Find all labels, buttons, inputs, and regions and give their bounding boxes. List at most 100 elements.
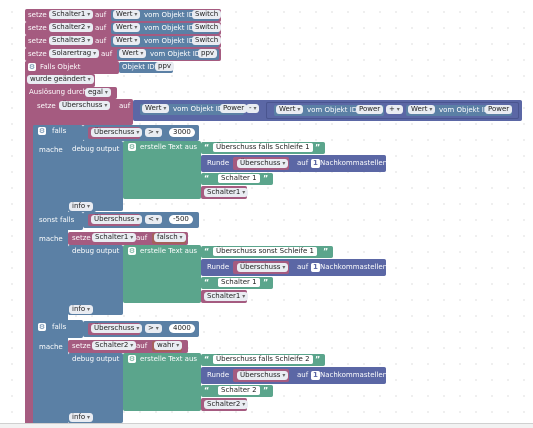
object-id-field[interactable]: Power — [356, 105, 384, 114]
object-id-field[interactable]: Switch — [192, 36, 222, 45]
digits-field[interactable]: 1 — [311, 263, 320, 272]
variable-dropdown[interactable]: Solarertrag — [49, 49, 100, 58]
value-attr-dropdown[interactable]: Wert — [408, 105, 436, 114]
digits-field[interactable]: 1 — [311, 159, 320, 168]
if-header[interactable]: ⚙ falls — [33, 125, 83, 143]
variable-block[interactable]: Überschuss — [88, 127, 143, 139]
compare-block[interactable]: Überschuss > 4000 — [83, 321, 199, 337]
debug-output-block[interactable]: debug output — [68, 353, 123, 423]
operator-dropdown[interactable]: < — [145, 215, 162, 224]
create-text-block[interactable]: ⚙ erstelle Text aus — [123, 353, 201, 411]
object-id-field[interactable]: Switch — [192, 23, 222, 32]
log-level-dropdown[interactable]: info — [69, 413, 94, 422]
variable-block[interactable]: Überschuss — [233, 369, 289, 382]
round-block[interactable]: Runde Überschuss auf 1 Nachkommastellen — [201, 155, 387, 172]
set-schalter1-block[interactable]: setze Schalter1 auf Wert vom Objekt ID S… — [25, 9, 222, 22]
log-level-dropdown[interactable]: info — [69, 305, 94, 314]
gear-icon[interactable]: ⚙ — [28, 63, 36, 71]
object-id-field[interactable]: ppv — [155, 62, 175, 71]
variable-dropdown[interactable]: Schalter1 — [204, 188, 249, 197]
operator-dropdown[interactable]: > — [145, 324, 162, 333]
variable-dropdown[interactable]: Schalter1 — [204, 292, 249, 301]
value-attr-dropdown[interactable]: Wert — [119, 49, 147, 58]
variable-dropdown[interactable]: Schalter2 — [49, 23, 94, 32]
object-id-field[interactable]: Power — [220, 104, 248, 113]
get-value-block[interactable]: Wert vom Objekt ID Power — [140, 104, 248, 115]
variable-block[interactable]: Schalter1 — [201, 290, 249, 303]
digits-field[interactable]: 1 — [311, 371, 320, 380]
text-block[interactable]: “ Überschuss sonst Schleife 1 ” — [201, 246, 333, 258]
variable-block[interactable]: Überschuss — [233, 157, 289, 170]
value-attr-dropdown[interactable]: Wert — [113, 36, 141, 45]
gear-icon[interactable]: ⚙ — [128, 355, 136, 363]
compare-block[interactable]: Überschuss < -500 — [83, 212, 199, 228]
value-attr-dropdown[interactable]: Wert — [113, 23, 141, 32]
number-field[interactable]: 4000 — [169, 324, 195, 333]
variable-dropdown[interactable]: Überschuss — [91, 128, 143, 137]
set-schalter-block[interactable]: setze Schalter2 auf wahr — [68, 340, 188, 353]
create-text-block[interactable]: ⚙ erstelle Text aus — [123, 141, 201, 199]
variable-dropdown[interactable]: Schalter2 — [92, 341, 137, 350]
object-id-block[interactable]: Objekt ID ppv — [119, 62, 175, 73]
log-level-dropdown[interactable]: info — [69, 202, 94, 211]
variable-dropdown[interactable]: Überschuss — [237, 159, 289, 168]
set-ueberschuss-block[interactable]: setze Überschuss auf — [33, 99, 133, 125]
variable-dropdown[interactable]: Überschuss — [237, 371, 289, 380]
variable-dropdown[interactable]: Schalter2 — [204, 400, 249, 409]
compare-block[interactable]: Überschuss > 3000 — [83, 125, 199, 141]
get-value-block[interactable]: Wert vom Objekt ID Switch — [111, 10, 222, 21]
variable-dropdown[interactable]: Schalter1 — [49, 10, 94, 19]
text-block[interactable]: “ Überschuss falls Schleife 2 ” — [201, 354, 325, 366]
gear-icon[interactable]: ⚙ — [38, 127, 46, 135]
get-value-block[interactable]: Wert vom Objekt ID Power — [274, 105, 384, 116]
value-attr-dropdown[interactable]: Wert — [142, 104, 170, 113]
text-field[interactable]: Überschuss falls Schleife 1 — [213, 143, 313, 152]
boolean-block[interactable]: wahr — [152, 341, 183, 352]
object-id-field[interactable]: Switch — [192, 10, 222, 19]
variable-block[interactable]: Schalter2 — [201, 398, 249, 411]
text-block[interactable]: “ Schalter 1 ” — [201, 277, 273, 289]
variable-dropdown[interactable]: Überschuss — [237, 263, 289, 272]
condition-dropdown[interactable]: wurde geändert — [27, 75, 94, 84]
round-block[interactable]: Runde Überschuss auf 1 Nachkommastellen — [201, 367, 387, 384]
value-attr-dropdown[interactable]: Wert — [276, 105, 304, 114]
get-value-block[interactable]: Wert vom Objekt ID Switch — [111, 23, 222, 34]
operator-dropdown[interactable]: > — [145, 128, 162, 137]
variable-block[interactable]: Überschuss — [233, 261, 289, 274]
debug-output-block[interactable]: debug output — [68, 245, 123, 315]
boolean-dropdown[interactable]: falsch — [154, 233, 186, 242]
gear-icon[interactable]: ⚙ — [128, 247, 136, 255]
number-field[interactable]: 3000 — [169, 128, 195, 137]
variable-block[interactable]: Überschuss — [88, 214, 143, 226]
get-value-block[interactable]: Wert vom Objekt ID Power — [406, 105, 513, 116]
if-header[interactable]: ⚙ falls — [33, 320, 83, 338]
text-field[interactable]: Überschuss falls Schleife 2 — [213, 355, 313, 364]
set-schalter2-block[interactable]: setze Schalter2 auf Wert vom Objekt ID S… — [25, 22, 222, 35]
text-block[interactable]: “ Überschuss falls Schleife 1 ” — [201, 142, 325, 154]
value-attr-dropdown[interactable]: Wert — [113, 10, 141, 19]
operator-dropdown[interactable]: - — [246, 104, 260, 113]
variable-dropdown[interactable]: Überschuss — [91, 324, 143, 333]
number-field[interactable]: -500 — [169, 215, 193, 224]
text-field[interactable]: Überschuss sonst Schleife 1 — [213, 247, 317, 256]
set-schalter-block[interactable]: setze Schalter1 auf falsch — [68, 232, 188, 245]
set-schalter3-block[interactable]: setze Schalter3 auf Wert vom Objekt ID S… — [25, 35, 222, 48]
object-id-field[interactable]: Power — [485, 105, 513, 114]
text-field[interactable]: Schalter 2 — [218, 386, 260, 395]
round-block[interactable]: Runde Überschuss auf 1 Nachkommastellen — [201, 259, 387, 276]
text-field[interactable]: Schalter 1 — [218, 278, 260, 287]
text-field[interactable]: Schalter 1 — [218, 174, 260, 183]
variable-dropdown[interactable]: Überschuss — [59, 101, 111, 110]
boolean-block[interactable]: falsch — [152, 233, 186, 244]
gear-icon[interactable]: ⚙ — [128, 143, 136, 151]
get-value-block[interactable]: Wert vom Objekt ID ppv — [117, 49, 219, 60]
debug-output-block[interactable]: debug output — [68, 141, 123, 211]
variable-dropdown[interactable]: Überschuss — [91, 215, 143, 224]
variable-block[interactable]: Schalter1 — [201, 186, 249, 199]
text-block[interactable]: “ Schalter 2 ” — [201, 385, 273, 397]
boolean-dropdown[interactable]: wahr — [154, 341, 183, 350]
trigger-value-dropdown[interactable]: egal — [85, 88, 111, 97]
operator-dropdown[interactable]: + — [386, 105, 403, 114]
math-minus-block[interactable]: Wert vom Objekt ID Power - Wert vom Obje… — [133, 100, 522, 121]
object-id-field[interactable]: ppv — [198, 49, 218, 58]
